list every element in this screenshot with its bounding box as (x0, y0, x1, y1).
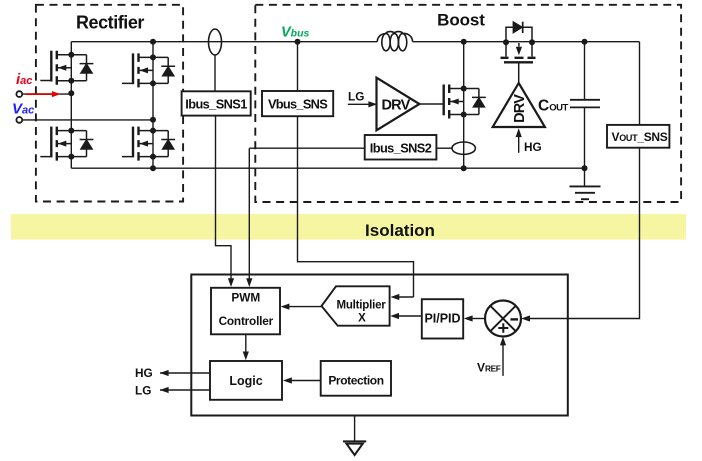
svg-text:Controller: Controller (219, 314, 274, 328)
svg-text:DRV: DRV (382, 98, 411, 114)
svg-text:COUT: COUT (538, 98, 568, 115)
svg-text:Vbus: Vbus (281, 25, 309, 41)
svg-text:Ibus_SNS2: Ibus_SNS2 (370, 141, 432, 156)
svg-text:Protection: Protection (328, 374, 383, 388)
svg-text:Logic: Logic (229, 374, 262, 388)
svg-text:PI/PID: PI/PID (424, 312, 460, 326)
svg-text:Rectifier: Rectifier (76, 13, 144, 33)
svg-text:Isolation: Isolation (365, 221, 435, 240)
svg-text:HG: HG (524, 140, 542, 154)
svg-text:HG: HG (135, 366, 153, 380)
svg-text:iac: iac (16, 71, 32, 88)
svg-text:VREF: VREF (477, 361, 501, 375)
svg-text:X: X (358, 313, 366, 325)
svg-text:PWM: PWM (231, 291, 260, 305)
svg-text:Vbus_SNS: Vbus_SNS (268, 97, 328, 112)
svg-text:LG: LG (135, 384, 151, 398)
svg-text:Boost: Boost (437, 10, 485, 29)
svg-text:LG: LG (348, 90, 364, 104)
svg-text:Ibus_SNS1: Ibus_SNS1 (185, 97, 247, 112)
svg-text:Multiplier: Multiplier (336, 300, 386, 312)
svg-text:Vac: Vac (12, 101, 34, 118)
svg-text:VOUT_SNS: VOUT_SNS (612, 130, 668, 144)
svg-text:DRV: DRV (512, 94, 528, 123)
